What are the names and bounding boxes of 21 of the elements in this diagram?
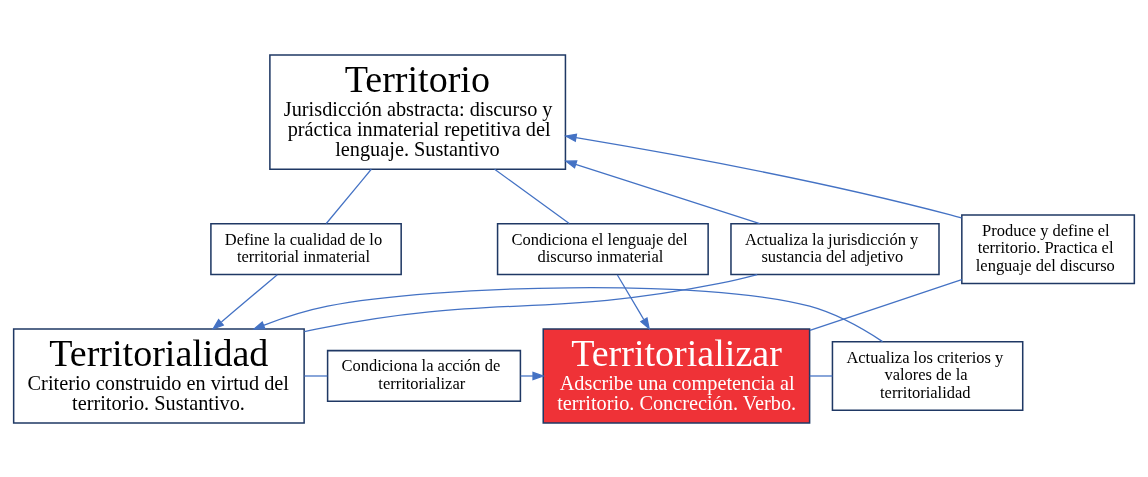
arrow <box>616 273 651 330</box>
node-box: Condiciona el lenguaje del discurso inmaterial <box>496 222 709 275</box>
arrow <box>211 273 278 330</box>
node-box: Actualiza los criterios y valores de la territorialidad <box>831 340 1024 411</box>
arrow <box>564 159 761 224</box>
node-box: Territorio Jurisdicción abstracta: discurso y práctica inmaterial repetitiva del lenguaje. Sustantivo <box>269 53 567 170</box>
connector <box>303 273 758 332</box>
connector <box>493 168 570 224</box>
connector <box>303 374 328 377</box>
arrow <box>520 371 546 380</box>
node-box: Condiciona la acción de territorializar <box>326 349 522 402</box>
node-box: Actualiza la jurisdicción y sustancia del adjetivo <box>730 222 940 275</box>
arrow <box>252 286 884 342</box>
connector <box>325 168 372 224</box>
node-box: Define la cualidad de lo territorial inmaterial <box>210 222 402 275</box>
arrow <box>563 132 963 219</box>
node-box: Territorialidad Criterio construido en virtud del territorio. Sustantivo. <box>12 327 305 424</box>
node-box: Produce y define el territorio. Practica el lenguaje del discurso <box>961 213 1136 284</box>
connector <box>809 278 963 331</box>
node-box: Territorializar Adscribe una competencia al territorio. Concreción. Verbo. <box>542 327 811 424</box>
connector <box>809 374 833 377</box>
